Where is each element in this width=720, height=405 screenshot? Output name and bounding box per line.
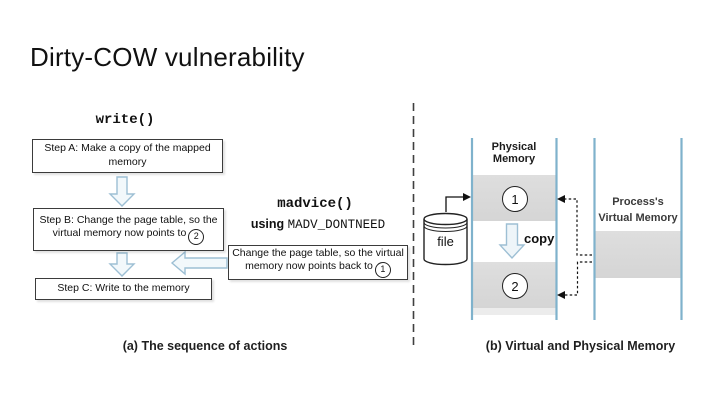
using-word: using <box>250 217 285 231</box>
virtual-memory-label: Virtual Memory <box>598 212 678 224</box>
page-1-circle: 1 <box>502 186 528 212</box>
madvice-call-label: madvice() <box>277 196 353 212</box>
virtual-to-page2-dotted-arrow <box>557 261 592 299</box>
left-arrow-icon <box>170 250 228 276</box>
madvice-box: Change the page table, so the virtual me… <box>228 245 408 280</box>
page-title: Dirty-COW vulnerability <box>30 42 305 72</box>
write-call-label: write() <box>95 112 155 128</box>
step-b-box: Step B: Change the page table, so the vi… <box>33 208 224 251</box>
virtual-to-page1-dotted-arrow <box>557 195 592 256</box>
madvice-using-line: using MADV_DONTNEED <box>225 217 411 232</box>
physical-column-footer-strip <box>473 308 556 315</box>
caption-a: (a) The sequence of actions <box>122 339 288 353</box>
physical-memory-title: Physical Memory <box>491 141 537 165</box>
caption-b: (b) Virtual and Physical Memory <box>485 339 676 353</box>
step-c-text: Step C: Write to the memory <box>57 282 190 295</box>
file-to-page1-arrow <box>445 193 471 212</box>
step-a-box: Step A: Make a copy of the mapped memory <box>32 139 223 173</box>
page-2-ref-badge: 2 <box>188 229 205 246</box>
step-c-box: Step C: Write to the memory <box>35 278 212 300</box>
virtual-memory-title: Process's Virtual Memory <box>594 194 682 226</box>
step-a-text: Step A: Make a copy of the mapped memory <box>44 142 211 168</box>
down-arrow-icon <box>108 176 136 207</box>
madv-dontneed-flag: MADV_DONTNEED <box>287 218 386 232</box>
page-2-circle: 2 <box>502 273 528 299</box>
down-arrow-icon <box>108 252 136 277</box>
step-b-text: Step B: Change the page table, so the vi… <box>37 214 220 246</box>
file-label: file <box>437 234 454 249</box>
file-cylinder-icon <box>423 212 468 266</box>
page-1-ref-badge: 1 <box>374 262 391 279</box>
copy-label: copy <box>524 231 555 246</box>
process-label: Process's <box>612 196 664 208</box>
virtual-memory-block <box>595 231 681 278</box>
copy-arrow-icon <box>498 223 526 260</box>
madvice-box-text: Change the page table, so the virtual me… <box>232 247 404 279</box>
